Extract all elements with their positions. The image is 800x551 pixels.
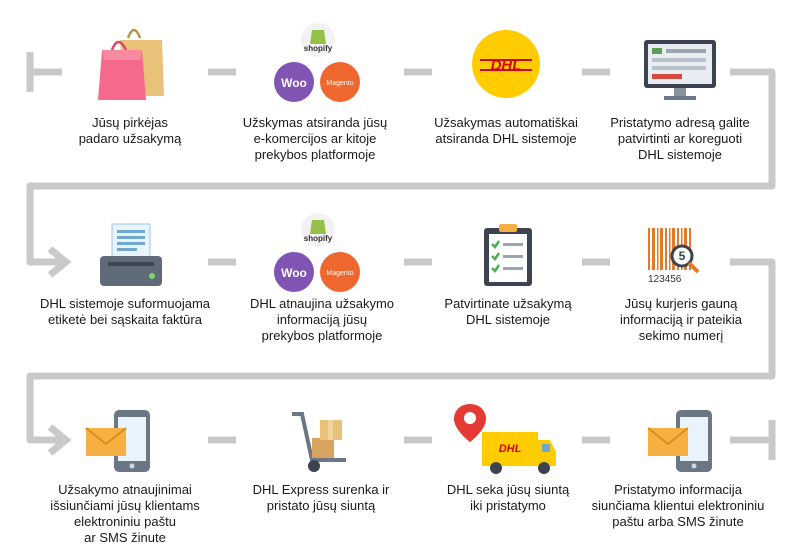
barcode-badge-number: 5 bbox=[679, 249, 686, 263]
woo-wordmark: Woo bbox=[281, 76, 307, 90]
phone-email-icon bbox=[85, 410, 150, 472]
arrow-head-row3 bbox=[47, 424, 72, 456]
shopify-wordmark: shopify bbox=[304, 234, 333, 243]
magento-wordmark: Magento bbox=[326, 80, 353, 87]
dhl-wordmark: DHL bbox=[491, 57, 522, 74]
barcode-digits: 123456 bbox=[648, 274, 682, 285]
dhl-logo-icon: DHL bbox=[472, 30, 540, 98]
connector-row2-row3 bbox=[26, 258, 776, 444]
woo-wordmark: Woo bbox=[281, 266, 307, 280]
monitor-form-icon bbox=[644, 40, 716, 100]
clipboard-checklist-icon bbox=[484, 224, 532, 286]
label-printer-icon bbox=[100, 223, 162, 286]
hand-truck-icon bbox=[292, 412, 346, 472]
phone-email-icon bbox=[647, 410, 712, 472]
ecommerce-platforms-icon: shopify Woo Magento bbox=[274, 23, 360, 102]
shopify-wordmark: shopify bbox=[304, 44, 333, 53]
ecommerce-platforms-icon: shopify Woo Magento bbox=[274, 213, 360, 292]
delivery-van-icon: DHL bbox=[454, 404, 556, 474]
arrow-head-row2 bbox=[47, 246, 72, 278]
shopping-bags-icon bbox=[98, 28, 164, 100]
magento-wordmark: Magento bbox=[326, 270, 353, 277]
barcode-tracking-icon: 123456 5 bbox=[648, 228, 700, 285]
van-dhl-wordmark: DHL bbox=[499, 443, 522, 455]
connector-row1-row2 bbox=[26, 68, 776, 266]
